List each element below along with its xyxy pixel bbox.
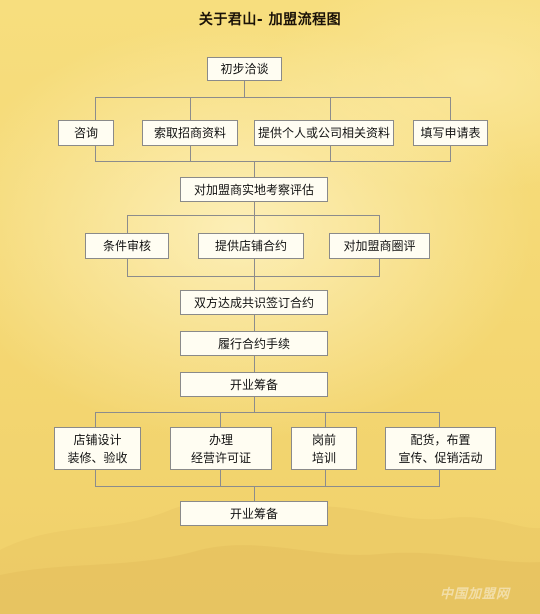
step-label: 经营许可证: [190, 450, 251, 465]
step-label: 对加盟商实地考察评估: [193, 182, 314, 197]
connector: [127, 276, 380, 277]
connector: [439, 469, 440, 486]
step-label: 提供个人或公司相关资料: [257, 126, 390, 140]
connector: [254, 201, 255, 215]
connector: [450, 97, 451, 120]
step-label: 提供店铺合约: [214, 239, 287, 253]
connector: [439, 412, 440, 427]
step-label: 宣传、促销活动: [398, 450, 483, 465]
connector: [220, 469, 221, 486]
connector: [95, 412, 96, 427]
step-label: 咨询: [73, 126, 98, 140]
step-consult: 咨询: [58, 120, 114, 146]
step-initial: 初步洽谈: [207, 57, 282, 81]
connector: [330, 97, 331, 120]
connector: [330, 145, 331, 162]
connector: [95, 469, 96, 486]
step-store-contract: 提供店铺合约: [198, 233, 304, 259]
connector: [190, 145, 191, 162]
step-label: 开业筹备: [229, 506, 278, 521]
step-request-materials: 索取招商资料: [142, 120, 238, 146]
connector: [379, 258, 380, 276]
step-fulfill: 履行合约手续: [180, 331, 328, 356]
step-application-form: 填写申请表: [413, 120, 488, 146]
connector: [325, 412, 326, 427]
page-title: 关于君山- 加盟流程图: [198, 12, 342, 28]
connector: [254, 314, 255, 331]
connector: [95, 161, 451, 162]
connector: [254, 215, 255, 233]
connector: [95, 97, 96, 120]
connector: [254, 396, 255, 412]
watermark: 中国加盟网: [440, 587, 511, 602]
connector: [95, 97, 451, 98]
step-label: 对加盟商圈评: [343, 239, 416, 253]
step-label: 配货，布置: [410, 432, 471, 447]
step-license: 办理 经营许可证: [170, 427, 272, 470]
step-label: 培训: [311, 450, 336, 465]
connector: [450, 145, 451, 162]
step-label: 岗前: [311, 432, 336, 447]
mountain-silhouette: [0, 502, 540, 614]
step-label: 办理: [208, 432, 233, 447]
step-label: 索取招商资料: [153, 126, 226, 140]
step-area-evaluation: 对加盟商圈评: [329, 233, 430, 259]
step-consensus: 双方达成共识签订合约: [180, 290, 328, 315]
step-inspect: 对加盟商实地考察评估: [180, 177, 328, 202]
step-label: 履行合约手续: [217, 336, 290, 351]
step-label: 店铺设计: [73, 432, 122, 447]
step-prepare: 开业筹备: [180, 372, 328, 397]
step-label: 双方达成共识签订合约: [193, 295, 314, 310]
connector: [244, 80, 245, 97]
step-label: 填写申请表: [420, 126, 481, 140]
connector: [190, 97, 191, 120]
step-final: 开业筹备: [180, 501, 328, 526]
connector: [95, 145, 96, 162]
connector: [254, 276, 255, 290]
step-distribution-promo: 配货，布置 宣传、促销活动: [385, 427, 496, 470]
step-training: 岗前 培训: [291, 427, 357, 470]
step-label: 装修、验收: [67, 450, 128, 465]
connector: [325, 469, 326, 486]
connector: [95, 486, 440, 487]
connector: [127, 215, 380, 216]
step-provide-info: 提供个人或公司相关资料: [254, 120, 394, 146]
step-label: 条件审核: [102, 239, 151, 253]
connector: [254, 355, 255, 372]
connector: [127, 215, 128, 233]
connector: [254, 486, 255, 501]
step-store-design: 店铺设计 装修、验收: [54, 427, 141, 470]
step-label: 初步洽谈: [220, 62, 269, 76]
connector: [379, 215, 380, 233]
connector: [127, 258, 128, 276]
connector: [254, 258, 255, 276]
connector: [95, 412, 440, 413]
connector: [220, 412, 221, 427]
step-label: 开业筹备: [229, 377, 278, 392]
connector: [254, 161, 255, 177]
step-condition-review: 条件审核: [85, 233, 169, 259]
